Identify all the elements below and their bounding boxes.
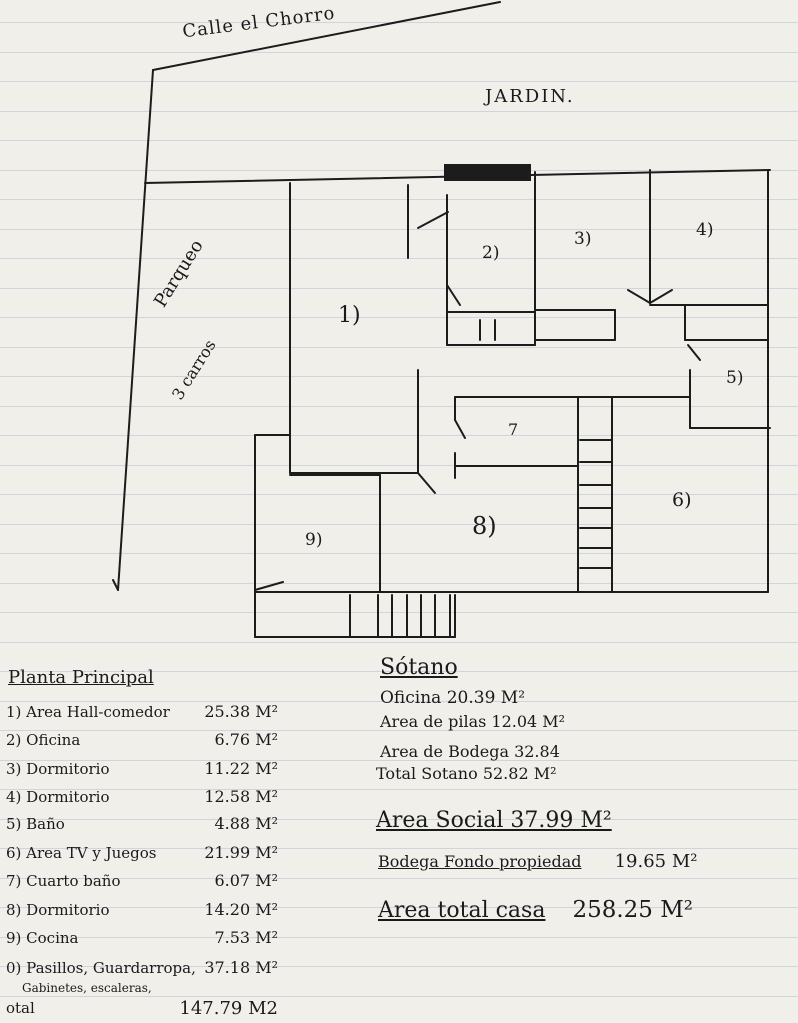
principal-item-label: 9) Cocina xyxy=(6,929,79,947)
principal-item-value: 147.79 M2 xyxy=(179,998,278,1019)
principal-item-label: 2) Oficina xyxy=(6,731,81,749)
room-3-label: 3) xyxy=(574,229,592,249)
ruled-line xyxy=(0,907,798,908)
lot-left-boundary xyxy=(117,69,154,591)
ruled-line xyxy=(0,789,798,790)
sotano-title: Sótano xyxy=(380,655,458,680)
bodega-fondo-value: 19.65 M² xyxy=(614,851,698,872)
sotano-oficina: Oficina 20.39 M² xyxy=(380,688,526,708)
ruled-line xyxy=(0,730,798,731)
principal-item-label: 6) Area TV y Juegos xyxy=(6,844,157,862)
ruled-line xyxy=(0,583,798,584)
room-7-label: 7 xyxy=(508,420,519,439)
ruled-line xyxy=(0,465,798,466)
ruled-line xyxy=(0,671,798,672)
area-total-label: Area total casa xyxy=(378,898,546,923)
ruled-line xyxy=(0,819,798,820)
bodega-fondo-label: Bodega Fondo propiedad xyxy=(378,852,582,871)
area-total-value: 258.25 M² xyxy=(572,897,694,923)
room-6-label: 6) xyxy=(672,489,692,511)
ruled-line xyxy=(0,199,798,200)
ruled-line xyxy=(0,966,798,967)
ruled-line xyxy=(0,937,798,938)
principal-item-label: Gabinetes, escaleras, xyxy=(22,981,152,995)
ruled-line xyxy=(0,140,798,141)
ruled-line xyxy=(0,81,798,82)
lot-left-arrow xyxy=(112,579,119,591)
ruled-line xyxy=(0,258,798,259)
principal-item-label: 0) Pasillos, Guardarropa, xyxy=(6,959,196,977)
principal-item-value: 21.99 M² xyxy=(204,843,278,862)
ruled-line xyxy=(0,170,798,171)
principal-item-value: 6.76 M² xyxy=(214,730,278,749)
ruled-line xyxy=(0,878,798,879)
ruled-line xyxy=(0,642,798,643)
garden-label: JARDIN. xyxy=(485,86,575,107)
ruled-line xyxy=(0,376,798,377)
sotano-total: Total Sotano 52.82 M² xyxy=(376,764,557,783)
ruled-line xyxy=(0,347,798,348)
ruled-line xyxy=(0,406,798,407)
principal-item-value: 4.88 M² xyxy=(214,814,278,833)
ruled-line xyxy=(0,317,798,318)
room-1-label: 1) xyxy=(338,303,361,328)
ruled-line xyxy=(0,494,798,495)
principal-item-value: 12.58 M² xyxy=(204,787,278,806)
principal-item-value: 6.07 M² xyxy=(214,871,278,890)
principal-item-value: 37.18 M² xyxy=(204,958,278,977)
room-9-label: 9) xyxy=(305,530,323,550)
room-4-label: 4) xyxy=(696,220,714,240)
ruled-line xyxy=(0,524,798,525)
ruled-line xyxy=(0,996,798,997)
ruled-line xyxy=(0,701,798,702)
principal-item-value: 11.22 M² xyxy=(204,759,278,778)
area-total-casa: Area total casa 258.25 M² xyxy=(378,897,693,923)
ruled-line xyxy=(0,52,798,53)
ruled-line xyxy=(0,612,798,613)
room-8-label: 8) xyxy=(472,512,497,540)
planta-principal-title: Planta Principal xyxy=(8,667,154,688)
principal-item-label: 8) Dormitorio xyxy=(6,901,110,919)
ruled-line xyxy=(0,229,798,230)
principal-item-value: 25.38 M² xyxy=(204,702,278,721)
principal-item-label: 4) Dormitorio xyxy=(6,788,110,806)
principal-item-label: 3) Dormitorio xyxy=(6,760,110,778)
room-2-label: 2) xyxy=(482,243,500,263)
area-social: Area Social 37.99 M² xyxy=(376,808,612,833)
ruled-line xyxy=(0,760,798,761)
sotano-area-pilas: Area de pilas 12.04 M² xyxy=(380,712,566,731)
principal-item-label: 5) Baño xyxy=(6,815,65,833)
ruled-line xyxy=(0,553,798,554)
ruled-line xyxy=(0,111,798,112)
ruled-line xyxy=(0,848,798,849)
principal-item-value: 7.53 M² xyxy=(214,928,278,947)
principal-item-label: 1) Area Hall-comedor xyxy=(6,703,170,721)
sotano-area-bodega: Area de Bodega 32.84 xyxy=(380,742,560,761)
principal-item-label: 7) Cuarto baño xyxy=(6,872,121,890)
principal-item-value: 14.20 M² xyxy=(204,900,278,919)
street-line xyxy=(152,1,501,71)
ruled-line xyxy=(0,435,798,436)
top-wall-block xyxy=(444,164,531,181)
bodega-fondo: Bodega Fondo propiedad 19.65 M² xyxy=(378,851,697,872)
room-5-label: 5) xyxy=(726,368,744,388)
ruled-line xyxy=(0,288,798,289)
principal-item-label: otal xyxy=(6,999,35,1017)
